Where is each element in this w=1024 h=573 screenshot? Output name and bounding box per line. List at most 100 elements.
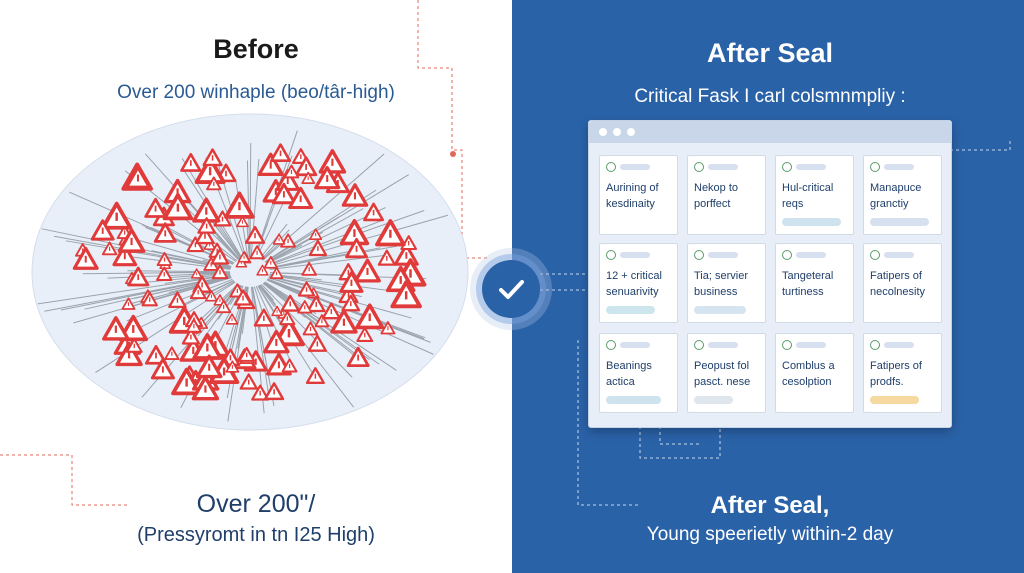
- ray-line: [252, 286, 270, 382]
- task-card[interactable]: Tia; servier business: [687, 243, 766, 323]
- task-card[interactable]: Manapuce granctiy: [863, 155, 942, 235]
- alert-cloud: [31, 113, 469, 431]
- card-tag: [620, 252, 650, 258]
- card-label: Aurining of kesdinaity: [606, 182, 659, 210]
- warning-triangle-icon: [302, 321, 319, 336]
- check-circle-icon: [870, 340, 880, 350]
- ray-line: [266, 279, 434, 355]
- warning-triangle-icon: [272, 233, 286, 245]
- warning-triangle-icon: [189, 284, 207, 300]
- warning-triangle-icon: [354, 258, 381, 283]
- warning-triangle-icon: [345, 237, 368, 259]
- warning-triangle-icon: [211, 264, 229, 280]
- task-card[interactable]: 12 + critical senuarivity: [599, 243, 678, 323]
- before-subtitle: Over 200 winhaple (beo/târ-high): [117, 82, 395, 103]
- warning-triangle-icon: [181, 328, 201, 345]
- warning-triangle-icon: [233, 289, 253, 306]
- task-card[interactable]: Fatipers of prodfs.: [863, 333, 942, 413]
- warning-triangle-icon: [244, 225, 266, 244]
- ray-line: [259, 284, 274, 301]
- after-title: After Seal: [706, 38, 834, 68]
- warning-triangle-icon: [305, 367, 325, 385]
- task-card[interactable]: Comblus a cesolption: [775, 333, 854, 413]
- warning-triangle-icon: [375, 219, 406, 247]
- ray-line: [263, 282, 365, 361]
- before-footer-caption: (Pressyromt in tn I25 High): [137, 524, 375, 546]
- warning-triangle-icon: [150, 357, 175, 380]
- task-card[interactable]: Peopust fol pasct. nese: [687, 333, 766, 413]
- warning-triangle-icon: [263, 329, 290, 354]
- warning-triangle-icon: [216, 299, 232, 314]
- after-footer-caption: Young speerietly within-2 day: [646, 524, 894, 545]
- warning-triangle-icon: [251, 384, 270, 401]
- warning-triangle-icon: [100, 201, 133, 230]
- check-circle-icon: [606, 162, 616, 172]
- window-dot-icon: [613, 128, 621, 136]
- warning-triangle-icon: [380, 321, 396, 335]
- warning-triangle-icon: [206, 176, 222, 191]
- warning-triangle-icon: [281, 358, 298, 373]
- ray-line: [267, 219, 385, 266]
- warning-triangle-icon: [297, 300, 313, 314]
- ray-line: [140, 280, 234, 328]
- ray-line: [82, 271, 231, 275]
- warning-triangle-icon: [346, 346, 370, 368]
- checkmark-icon: [499, 280, 524, 299]
- ray-line: [258, 285, 275, 308]
- warning-triangle-icon: [256, 264, 269, 276]
- warning-triangle-icon: [156, 251, 173, 267]
- warning-triangle-icon: [127, 266, 150, 287]
- warning-triangle-icon: [164, 346, 180, 361]
- card-tag: [708, 252, 738, 258]
- task-card[interactable]: Aurining of kesdinaity: [599, 155, 678, 235]
- task-card[interactable]: Tangeteral turtiness: [775, 243, 854, 323]
- warning-triangle-icon: [321, 302, 341, 320]
- warning-triangle-icon: [280, 294, 300, 312]
- warning-triangle-icon: [195, 354, 223, 379]
- check-circle-icon: [782, 340, 792, 350]
- warning-triangle-icon: [314, 314, 330, 328]
- warning-triangle-icon: [191, 375, 220, 401]
- warning-triangle-icon: [90, 219, 115, 241]
- check-circle-icon: [782, 250, 792, 260]
- task-card[interactable]: Beanings actica: [599, 333, 678, 413]
- warning-triangle-icon: [307, 334, 328, 352]
- ray-line: [37, 274, 231, 305]
- ray-line: [268, 276, 355, 298]
- warning-triangle-icon: [341, 183, 369, 207]
- warning-triangle-icon: [210, 248, 230, 265]
- card-tag: [884, 252, 914, 258]
- warning-triangle-icon: [72, 246, 99, 270]
- task-card[interactable]: Hul-critical reqs: [775, 155, 854, 235]
- warning-triangle-icon: [390, 280, 422, 309]
- task-card[interactable]: Nekop to porffect: [687, 155, 766, 235]
- warning-triangle-icon: [239, 373, 258, 390]
- check-circle-icon: [782, 162, 792, 172]
- card-progress-bar: [606, 306, 655, 314]
- warning-triangle-icon: [156, 266, 173, 282]
- app-window: Aurining of kesdinaity Nekop to porffect H…: [588, 120, 952, 428]
- card-label: Fatipers of prodfs.: [870, 360, 922, 388]
- warning-triangle-icon: [225, 313, 239, 325]
- ray-line: [210, 281, 235, 296]
- warning-triangle-icon: [141, 291, 158, 307]
- warning-triangle-icon: [238, 346, 256, 362]
- card-label: 12 + critical senuarivity: [606, 270, 662, 298]
- check-circle-icon: [870, 250, 880, 260]
- warning-triangle-icon: [101, 241, 118, 256]
- warning-triangle-icon: [190, 268, 203, 279]
- ray-line: [84, 276, 232, 310]
- check-circle-icon: [606, 250, 616, 260]
- warning-triangle-icon: [102, 316, 130, 341]
- ray-line: [264, 281, 397, 371]
- warning-triangle-icon: [237, 251, 251, 263]
- ray-line: [268, 277, 412, 319]
- card-label: Tia; servier business: [694, 270, 748, 298]
- warning-triangle-icon: [180, 152, 202, 172]
- card-tag: [620, 164, 650, 170]
- card-label: Nekop to porffect: [694, 182, 739, 210]
- before-title: Before: [213, 34, 299, 64]
- warning-triangle-icon: [271, 182, 296, 205]
- task-card[interactable]: Fatipers of necolnesity: [863, 243, 942, 323]
- ray-line: [179, 279, 234, 307]
